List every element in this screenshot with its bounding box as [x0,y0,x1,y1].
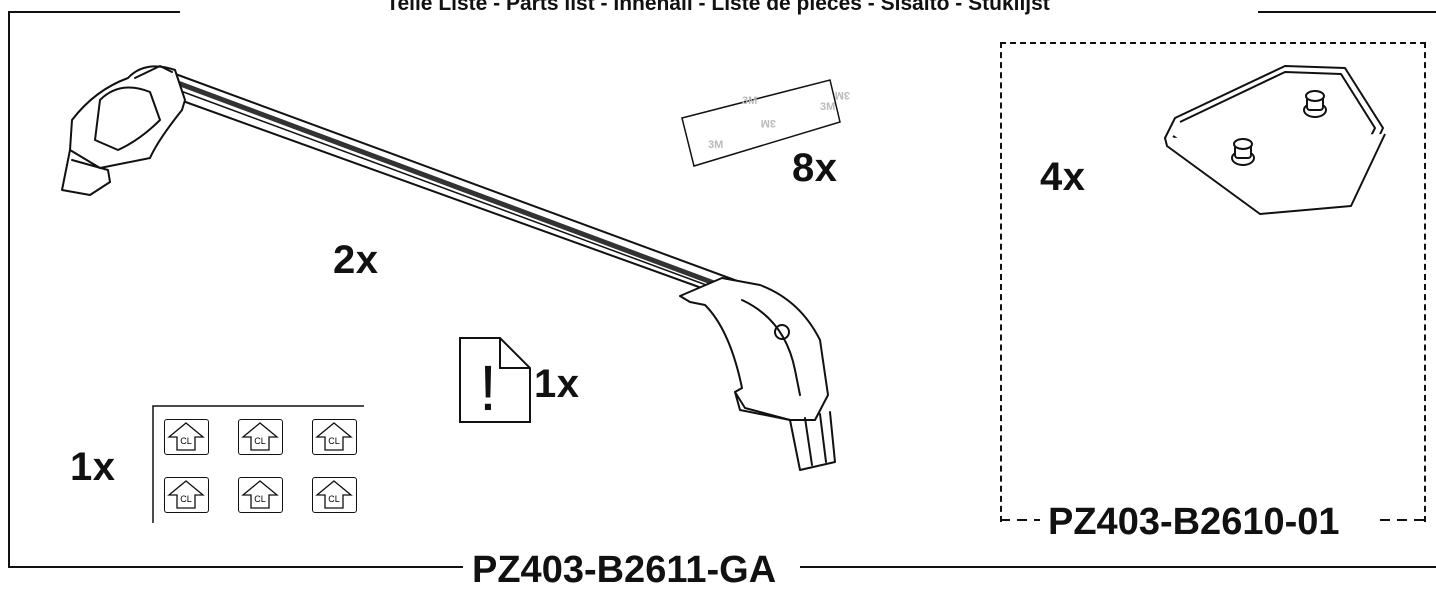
roof-rack-crossbar-icon [61,65,836,471]
adhesive-pads-quantity: 8x [792,146,838,190]
sticker: CL [312,419,357,455]
sticker: CL [238,477,283,513]
sticker-text: CL [254,436,266,446]
frame-top-left [8,11,180,13]
instruction-document-icon: ! [459,337,531,424]
frame-left [8,11,10,568]
instruction-manual-quantity: 1x [534,362,580,406]
sticker: CL [164,419,209,455]
frame-top-right [1258,11,1436,13]
sticker-text: CL [180,494,192,504]
sub-kit-box-bottom [1000,519,1424,521]
adhesive-pad-print-1: 3M [708,139,723,151]
sub-kit-code: PZ403-B2610-01 [1040,502,1348,542]
sticker-text: CL [328,436,340,446]
sticker: CL [312,477,357,513]
adhesive-pad-print-2: 3M [742,95,757,107]
sticker-text: CL [328,494,340,504]
crossbar-quantity: 2x [333,238,379,282]
adhesive-pad-print-4: 3M [761,117,776,129]
footer-code: PZ403-B2611-GA [464,550,785,590]
sticker-sheet-quantity: 1x [70,445,116,489]
frame-bottom-left [8,566,463,568]
sub-kit-box [1000,42,1426,522]
adhesive-pad-icon: 3M 3M 3M 3M 3M [681,79,850,167]
base-pads-quantity: 4x [1040,155,1086,199]
adhesive-pad-print-3: 3M [820,101,835,113]
sticker-text: CL [254,494,266,504]
adhesive-pad-print-5: 3M [835,89,850,101]
sticker: CL [238,419,283,455]
base-pad-icon [1164,65,1386,215]
sticker: CL [164,477,209,513]
sticker-text: CL [180,436,192,446]
sticker-sheet-icon: CL CL CL CL CL CL [152,405,364,523]
instruction-symbol: ! [479,352,497,424]
frame-bottom-right [800,566,1436,568]
